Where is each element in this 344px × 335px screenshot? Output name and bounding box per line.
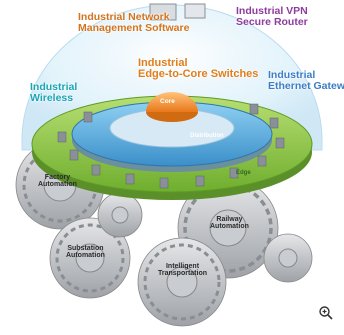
label-eth-line1: Industrial [268, 69, 316, 81]
gear-label-railway: Railway Automation [210, 216, 249, 231]
label-e2c-line1: Industrial [138, 57, 188, 69]
gear-transportation [137, 237, 227, 327]
label-edge-to-core: Industrial Edge-to-Core Switches [138, 58, 258, 80]
label-ethernet-gateway: Industrial Ethernet Gatew [268, 70, 344, 91]
gear-label-transportation: Intelligent Transportation [158, 263, 207, 278]
gear-transport-line1: Intelligent [165, 263, 200, 270]
zoom-in-icon[interactable] [318, 305, 334, 321]
label-wireless: Industrial Wireless [30, 82, 77, 103]
gear-small-right [263, 233, 313, 283]
vpn-router-device [184, 3, 206, 19]
gear-railway-line1: Railway [216, 216, 243, 223]
gear-substation [49, 217, 131, 299]
gear-cluster [15, 140, 313, 327]
label-vpn-line2: Secure Router [236, 15, 308, 28]
gear-substation-line2: Automation [66, 252, 105, 260]
gear-transport-line2: Transportation [158, 270, 208, 278]
ring-distribution-label: Distribution [190, 133, 224, 139]
label-wireless-line1: Industrial [30, 81, 78, 93]
gear-substation-line1: Substation [67, 245, 104, 252]
ring-core-label: Core [160, 98, 175, 105]
edge-devices [57, 103, 285, 189]
gear-label-substation: Substation Automation [66, 245, 105, 260]
label-eth-line2: Ethernet Gatew [268, 79, 344, 92]
ring-edge-label: Edge [236, 170, 251, 176]
network-platform [31, 92, 313, 200]
gear-label-factory: Factory Automation [38, 174, 77, 189]
gear-factory-line1: Factory [44, 174, 71, 181]
label-management-line1: Industrial Network [78, 11, 170, 23]
label-wireless-line2: Wireless [30, 91, 74, 104]
label-management-software: Industrial Network Management Software [78, 12, 189, 33]
label-vpn-router: Industrial VPN Secure Router [236, 6, 308, 27]
label-e2c-line2: Edge-to-Core Switches [138, 68, 259, 80]
label-vpn-line1: Industrial VPN [236, 5, 308, 17]
management-server [149, 3, 177, 21]
gear-factory-line2: Automation [38, 181, 77, 189]
label-management-line2: Management Software [78, 21, 190, 34]
gear-small-left [97, 192, 143, 238]
gear-railway-line2: Automation [210, 223, 249, 231]
